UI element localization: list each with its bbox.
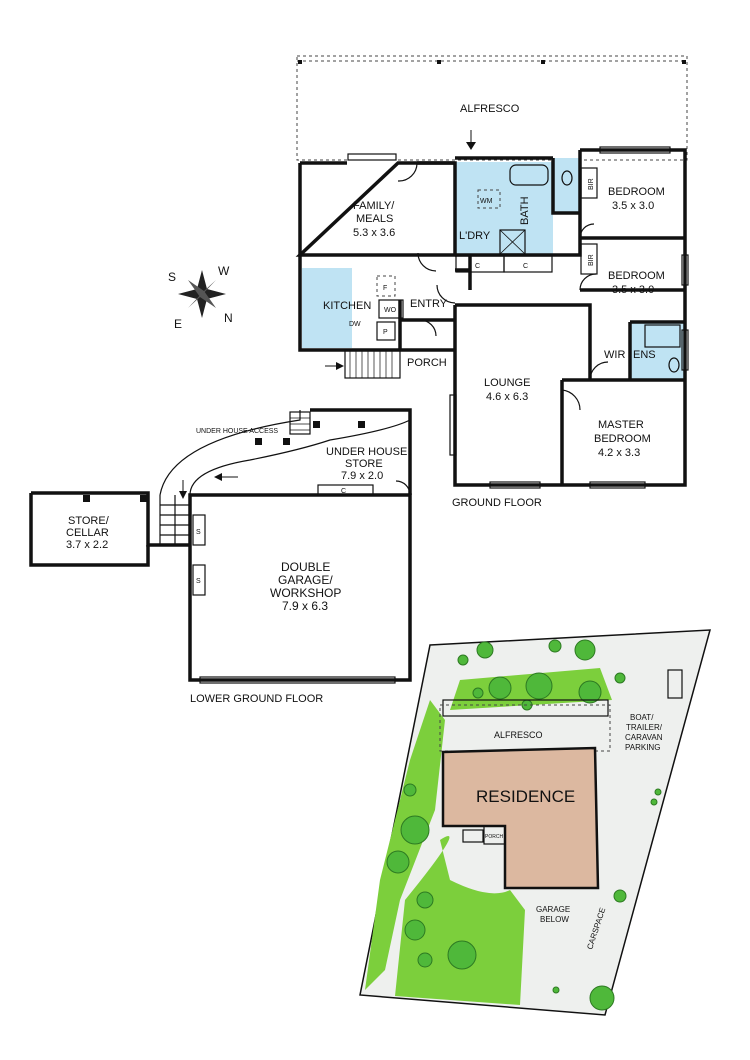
shower (499, 229, 526, 255)
family-label-2: MEALS (356, 213, 393, 225)
bedroom1-dims: 3.5 x 3.0 (612, 200, 654, 212)
bedroom2-label: BEDROOM (608, 270, 665, 282)
shelf-label-1: S (196, 529, 201, 536)
lgf-cupboard-label: C (341, 488, 346, 495)
compass-s: S (168, 270, 176, 284)
lawn-west (365, 700, 445, 990)
bir-label-2: BIR (588, 254, 595, 266)
pantry (376, 321, 396, 341)
compass-n: N (224, 311, 233, 325)
boat-parking-label-4: PARKING (625, 743, 660, 752)
bir-label-1: BIR (588, 178, 595, 190)
under-house-store-dims: 7.9 x 2.0 (341, 470, 383, 482)
dishwasher-label: DW (349, 321, 361, 328)
cupboard-label-1: C (475, 263, 480, 270)
alfresco-label: ALFRESCO (460, 103, 520, 115)
boat-parking-label-3: CARAVAN (625, 733, 663, 742)
ground-floor-caption: GROUND FLOOR (452, 497, 542, 509)
kitchen-bench (302, 268, 352, 348)
bath-label: BATH (519, 196, 531, 225)
shelf-label-2: S (196, 578, 201, 585)
store-cellar-dims: 3.7 x 2.2 (66, 539, 108, 551)
toilet (561, 170, 573, 186)
lower-ground-floor-plan: C S S UNDER HOUSE ACCESS UNDER HOUSE STO… (29, 408, 412, 705)
boat-parking-label-1: BOAT/ (630, 713, 654, 722)
porch-label: PORCH (407, 357, 447, 369)
under-house-access-label: UNDER HOUSE ACCESS (196, 428, 278, 435)
garage-label: DOUBLE (281, 560, 330, 574)
residence-label: RESIDENCE (476, 787, 575, 806)
garage-label-2: GARAGE/ (278, 573, 333, 587)
garage-label-3: WORKSHOP (270, 586, 341, 600)
alfresco-area (296, 55, 688, 161)
lounge-dims: 4.6 x 6.3 (486, 391, 528, 403)
master-label: MASTER (598, 419, 644, 431)
pantry-label: P (383, 329, 388, 336)
fridge-space (376, 275, 396, 297)
compass-e: E (174, 317, 182, 331)
garage-below-label-1: GARAGE (536, 905, 570, 914)
washing-machine-label: WM (480, 198, 493, 205)
under-house-store-label: UNDER HOUSE (326, 446, 407, 458)
cupboard-label-2: C (523, 263, 528, 270)
lounge-label: LOUNGE (484, 377, 530, 389)
entry-label: ENTRY (410, 298, 448, 310)
site-plan: ALFRESCO RESIDENCE PORCH BOAT/ TRAILER/ … (359, 629, 711, 1016)
ensuite-shower (644, 324, 681, 348)
wir-label: WIR (604, 349, 625, 361)
porch-steps (325, 349, 401, 379)
site-porch-label: PORCH (485, 834, 503, 840)
bedroom2-dims: 3.5 x 3.0 (612, 284, 654, 296)
site-alfresco-label: ALFRESCO (494, 730, 543, 740)
laundry-bath-wet-area (455, 162, 553, 254)
ensuite-wet-area (630, 322, 685, 379)
master-dims: 4.2 x 3.3 (598, 447, 640, 459)
compass-w: W (218, 264, 230, 278)
family-label: FAMILY/ (353, 200, 395, 212)
garage-dims: 7.9 x 6.3 (282, 599, 328, 613)
store-cellar-label-2: CELLAR (66, 527, 109, 539)
ens-label: ENS (633, 349, 656, 361)
kitchen-label: KITCHEN (323, 300, 371, 312)
family-dims: 5.3 x 3.6 (353, 227, 395, 239)
residence (441, 746, 600, 890)
lower-ground-floor-caption: LOWER GROUND FLOOR (190, 693, 323, 705)
under-house-store-label-2: STORE (345, 458, 383, 470)
fridge-label: F (383, 285, 387, 292)
bathtub (509, 164, 549, 186)
garage-below-label-2: BELOW (540, 915, 569, 924)
laundry-label: L'DRY (459, 230, 491, 242)
washing-machine (477, 189, 501, 209)
compass-rose: S W E N (168, 264, 233, 331)
bedroom1-label: BEDROOM (608, 186, 665, 198)
boat-parking-label-2: TRAILER/ (626, 723, 663, 732)
ensuite-toilet (668, 357, 680, 373)
master-label-2: BEDROOM (594, 433, 651, 445)
wall-oven-label: WO (384, 307, 397, 314)
store-cellar-label: STORE/ (68, 515, 110, 527)
trees (386, 639, 662, 1011)
wall-oven (378, 299, 404, 319)
ground-floor-plan: ALFRESCO (295, 55, 689, 509)
